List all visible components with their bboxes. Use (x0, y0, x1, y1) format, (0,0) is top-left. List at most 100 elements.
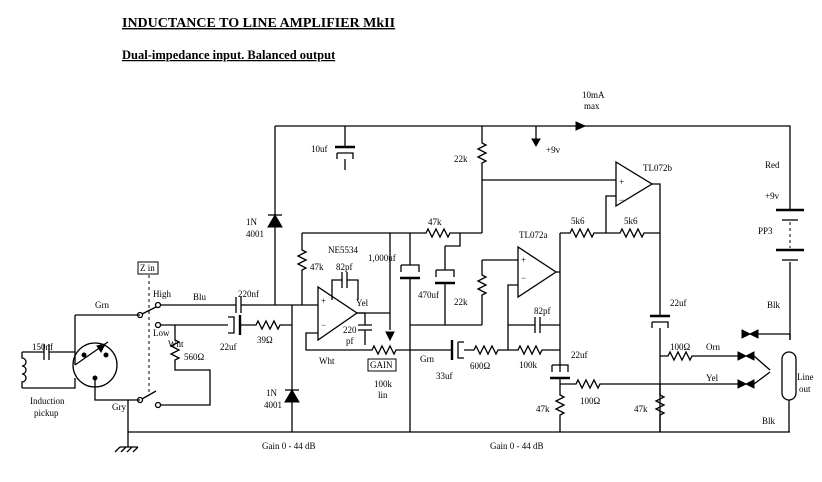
gain-label: GAIN (370, 360, 393, 370)
svg-text:82pf: 82pf (336, 262, 353, 272)
svg-text:47k: 47k (310, 262, 324, 272)
wire-orn: Orn (706, 342, 720, 352)
svg-text:+9v: +9v (546, 145, 561, 155)
svg-text:Line: Line (797, 372, 814, 382)
svg-text:lin: lin (378, 390, 388, 400)
capacitor-22uf-mid (550, 364, 660, 390)
svg-text:−: − (619, 195, 624, 205)
capacitor-220pf (357, 312, 372, 345)
svg-text:5k6: 5k6 (571, 216, 585, 226)
capacitor-1000uf (400, 233, 420, 432)
current-arrow (575, 121, 587, 131)
svg-text:1N: 1N (266, 388, 278, 398)
svg-text:+: + (521, 255, 526, 265)
svg-text:out: out (799, 384, 811, 394)
wire-wht-left: Wht (168, 339, 184, 349)
line-out-plug[interactable] (781, 351, 797, 401)
opamp-tl072b: + − (615, 160, 654, 208)
wire-grn-left: Grn (95, 300, 109, 310)
svg-text:470uf: 470uf (418, 290, 439, 300)
svg-text:22k: 22k (454, 154, 468, 164)
svg-text:1,000uf: 1,000uf (368, 253, 396, 263)
svg-text:Red: Red (765, 160, 780, 170)
current-label: 10mA (582, 90, 605, 100)
diagram-subtitle: Dual-impedance input. Balanced output (122, 48, 336, 62)
svg-text:+: + (321, 296, 326, 306)
svg-text:10uf: 10uf (311, 144, 328, 154)
resistor-47k-a (296, 233, 308, 305)
ic-b-label: TL072b (643, 163, 672, 173)
current-max-label: max (584, 101, 600, 111)
svg-text:47k: 47k (634, 404, 648, 414)
svg-text:100Ω: 100Ω (670, 342, 691, 352)
z-in-label: Z in (140, 263, 155, 273)
svg-text:−: − (521, 273, 526, 283)
svg-text:5k6: 5k6 (624, 216, 638, 226)
wire-yel-ic: Yel (356, 298, 369, 308)
svg-text:22uf: 22uf (571, 350, 588, 360)
svg-text:pickup: pickup (34, 408, 59, 418)
pot-wiper (385, 331, 395, 342)
capacitor-470uf (435, 233, 461, 325)
resistors-5k6 (560, 227, 660, 239)
capacitor-33uf (450, 340, 508, 360)
gain-range-right: Gain 0 - 44 dB (490, 441, 544, 451)
svg-text:Blk: Blk (767, 300, 781, 310)
resistor-100-a (660, 350, 738, 362)
svg-text:Induction: Induction (30, 396, 65, 406)
resistor-22k-mid (476, 260, 488, 325)
gain-pot (368, 344, 410, 356)
svg-text:4001: 4001 (246, 229, 264, 239)
positive-rail (275, 125, 791, 195)
svg-text:22uf: 22uf (670, 298, 687, 308)
svg-text:33uf: 33uf (436, 371, 453, 381)
ic-a-label: TL072a (519, 230, 548, 240)
svg-text:560Ω: 560Ω (184, 352, 205, 362)
svg-text:+9v: +9v (765, 191, 780, 201)
gain-range-left: Gain 0 - 44 dB (262, 441, 316, 451)
svg-text:100k: 100k (519, 360, 538, 370)
capacitor-22uf-in (228, 315, 292, 335)
wire-grn-mid: Grn (420, 354, 434, 364)
opamp-ne5534: + − (317, 285, 359, 342)
resistor-47k-b (410, 227, 482, 239)
ground-symbol (114, 446, 139, 453)
capacitor-10uf (335, 126, 355, 170)
svg-text:4001: 4001 (264, 400, 282, 410)
svg-text:−: − (321, 320, 326, 330)
svg-text:100k: 100k (374, 379, 393, 389)
svg-text:+: + (619, 177, 624, 187)
wire-gry: Gry (112, 402, 126, 412)
ne5534-label: NE5534 (328, 245, 358, 255)
svg-text:Low: Low (153, 328, 170, 338)
xlr-input-jack (72, 341, 118, 388)
svg-text:47k: 47k (536, 404, 550, 414)
svg-text:220: 220 (343, 325, 357, 335)
svg-text:220nf: 220nf (238, 289, 259, 299)
wire-yel-out: Yel (706, 373, 719, 383)
capacitor-220nf (235, 297, 245, 313)
resistor-47k-out2 (654, 384, 666, 432)
battery-name: PP3 (758, 226, 773, 236)
svg-text:82pf: 82pf (534, 306, 551, 316)
svg-text:pf: pf (346, 336, 354, 346)
svg-text:47k: 47k (428, 217, 442, 227)
svg-text:1N: 1N (246, 217, 258, 227)
capacitor-150nf: 150nf (32, 342, 53, 352)
svg-text:High: High (153, 289, 172, 299)
svg-text:22k: 22k (454, 297, 468, 307)
svg-text:22uf: 22uf (220, 342, 237, 352)
capacitor-82pf-a (331, 272, 359, 300)
resistor-600: 600Ω (470, 361, 491, 371)
diode-bottom (284, 305, 300, 432)
resistor-100k (508, 344, 560, 356)
resistor-39: 39Ω (257, 335, 273, 345)
resistor-560 (160, 325, 211, 406)
resistor-100-b: 100Ω (580, 396, 601, 406)
opamp-tl072a: + − (517, 245, 558, 299)
resistor-22k-top (476, 126, 488, 180)
wire-blu: Blu (193, 292, 207, 302)
induction-pickup (21, 344, 76, 389)
